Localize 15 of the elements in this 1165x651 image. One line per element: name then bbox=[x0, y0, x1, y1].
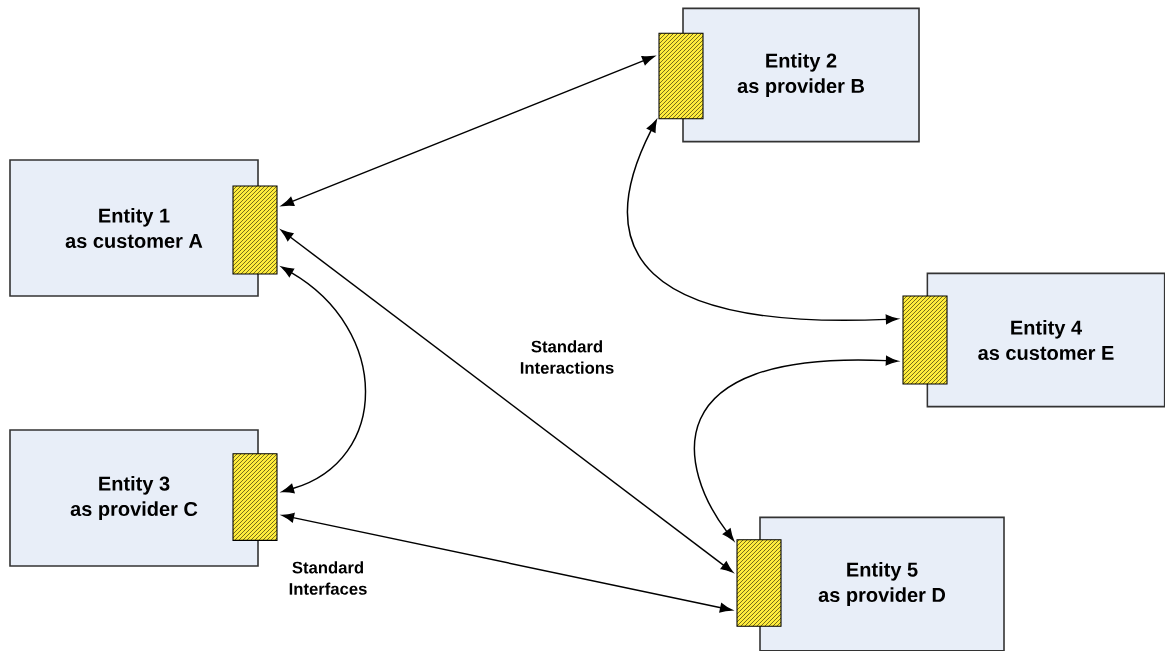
arrow bbox=[281, 266, 367, 494]
entity-box: Entity 4 as customer E bbox=[926, 272, 1165, 408]
arrow bbox=[281, 55, 655, 207]
arrow bbox=[281, 512, 733, 613]
arrow bbox=[626, 119, 899, 325]
annotation-text: Standard Interfaces bbox=[289, 561, 367, 595]
arrow bbox=[694, 355, 899, 541]
entity-box: Entity 2 as provider B bbox=[682, 7, 920, 143]
interface-box bbox=[232, 185, 278, 275]
entity-box: Entity 3 as provider C bbox=[9, 429, 259, 567]
annotation-text: Standard Interactions bbox=[520, 340, 614, 374]
entity-box: Entity 5 as provider D bbox=[759, 516, 1005, 651]
entity-box: Entity 1 as customer A bbox=[9, 159, 259, 297]
interface-box bbox=[902, 295, 948, 385]
arrow bbox=[280, 229, 734, 573]
